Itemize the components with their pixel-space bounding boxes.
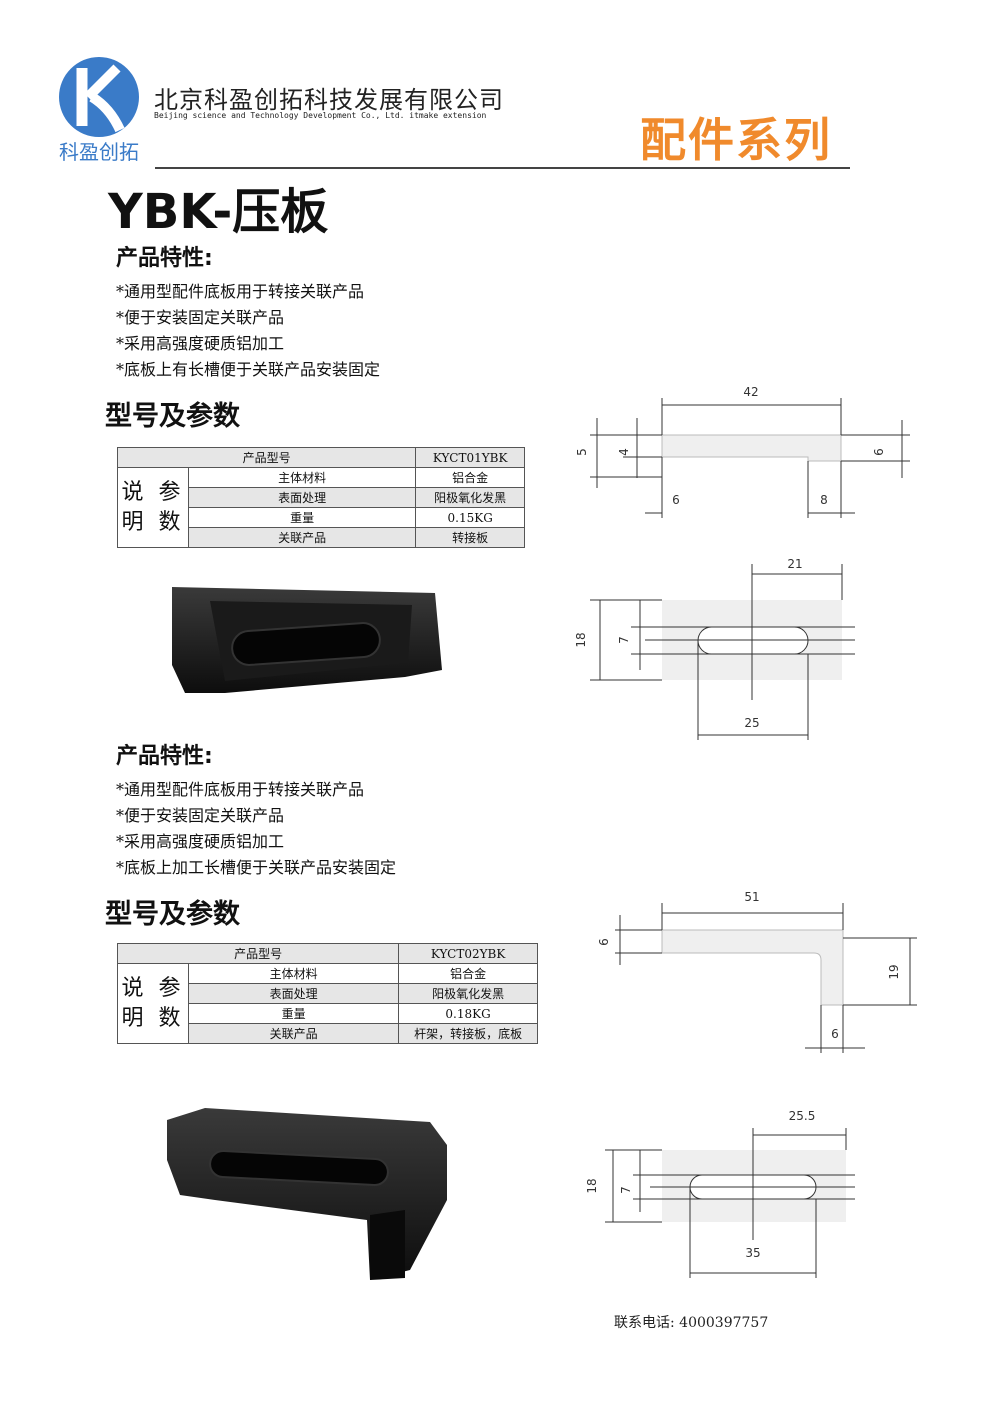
feature-item: *通用型配件底板用于转接关联产品 (116, 282, 365, 301)
param-value: 杆架，转接板，底板 (398, 1023, 538, 1044)
param-label: 表面处理 (187, 983, 400, 1004)
feature-item: *便于安装固定关联产品 (116, 308, 285, 327)
model-label: 产品型号 (116, 943, 400, 964)
param-label: 主体材料 (187, 467, 417, 488)
param-value: 0.15KG (415, 507, 525, 528)
param-value: 阳极氧化发黑 (398, 983, 538, 1004)
side-drawing-1: 42 5 4 6 6 8 (565, 380, 925, 534)
dim-height: 18 (585, 1178, 599, 1193)
dim-slot-w: 7 (617, 636, 631, 644)
header-divider (155, 167, 850, 169)
feature-item: *便于安装固定关联产品 (116, 806, 285, 825)
page-title: YBK-压板 (108, 184, 329, 240)
company-name-en: Beijing science and Technology Developme… (154, 111, 487, 120)
feature-item: *底板上加工长槽便于关联产品安装固定 (116, 858, 397, 877)
company-name-cn: 北京科盈创拓科技发展有限公司 (154, 86, 504, 114)
model-value: KYCT02YBK (398, 943, 538, 964)
param-value: 铝合金 (415, 467, 525, 488)
param-value: 转接板 (415, 527, 525, 548)
top-drawing-2: 25.5 18 7 35 (565, 1100, 875, 1289)
param-value: 铝合金 (398, 963, 538, 984)
dim-left-w: 6 (672, 493, 680, 507)
dim-right-h: 6 (872, 448, 886, 456)
dim-leg-w: 6 (831, 1027, 839, 1041)
dim-total-h: 5 (575, 448, 589, 456)
model-value: KYCT01YBK (415, 447, 525, 468)
feature-item: *通用型配件底板用于转接关联产品 (116, 780, 365, 799)
param-value: 阳极氧化发黑 (415, 487, 525, 508)
dim-top-h: 6 (597, 938, 611, 946)
dim-total-h: 19 (887, 964, 901, 979)
param-label: 表面处理 (187, 487, 417, 508)
contact-phone: 联系电话: 4000397757 (614, 1315, 769, 1331)
company-logo: 科盈创拓 (52, 56, 152, 166)
param-label: 重量 (187, 1003, 400, 1024)
param-label: 关联产品 (187, 527, 417, 548)
params-heading-2: 型号及参数 (105, 899, 240, 930)
features-list-1: *通用型配件底板用于转接关联产品 *便于安装固定关联产品 *采用高强度硬质铝加工… (116, 279, 380, 383)
dim-step-h: 4 (617, 448, 631, 456)
features-heading-2: 产品特性: (116, 744, 213, 769)
features-list-2: *通用型配件底板用于转接关联产品 *便于安装固定关联产品 *采用高强度硬质铝加工… (116, 777, 396, 881)
param-side-label: 说 参明 数 (117, 963, 189, 1044)
dim-slot-len: 35 (745, 1246, 760, 1260)
feature-item: *采用高强度硬质铝加工 (116, 832, 285, 851)
product-photo-1 (150, 575, 450, 704)
dim-slot-len: 25 (744, 716, 759, 730)
dim-slot-w: 7 (619, 1186, 633, 1194)
feature-item: *采用高强度硬质铝加工 (116, 334, 285, 353)
param-label: 主体材料 (187, 963, 400, 984)
features-heading-1: 产品特性: (116, 246, 213, 271)
dim-length: 51 (744, 890, 759, 904)
feature-item: *底板上有长槽便于关联产品安装固定 (116, 360, 381, 379)
param-label: 重量 (187, 507, 417, 528)
dim-half-w: 21 (787, 557, 802, 571)
model-label: 产品型号 (116, 447, 417, 468)
series-label: 配件系列 (640, 113, 832, 167)
product-photo-2 (155, 1100, 475, 1289)
top-drawing-1: 21 18 7 25 (565, 550, 875, 754)
side-drawing-2: 51 6 19 6 (565, 885, 925, 1064)
param-label: 关联产品 (187, 1023, 400, 1044)
dim-right-w: 8 (820, 493, 828, 507)
spec-table-1: 产品型号 KYCT01YBK 说 参明 数 主体材料 铝合金 表面处理 阳极氧化… (116, 447, 525, 548)
dim-height: 18 (574, 632, 588, 647)
dim-half-w: 25.5 (789, 1109, 816, 1123)
param-side-label: 说 参明 数 (117, 467, 189, 548)
dim-length: 42 (743, 385, 758, 399)
params-heading-1: 型号及参数 (105, 401, 240, 432)
param-value: 0.18KG (398, 1003, 538, 1024)
spec-table-2: 产品型号 KYCT02YBK 说 参明 数 主体材料 铝合金 表面处理 阳极氧化… (116, 943, 538, 1044)
logo-text: 科盈创拓 (59, 140, 139, 164)
